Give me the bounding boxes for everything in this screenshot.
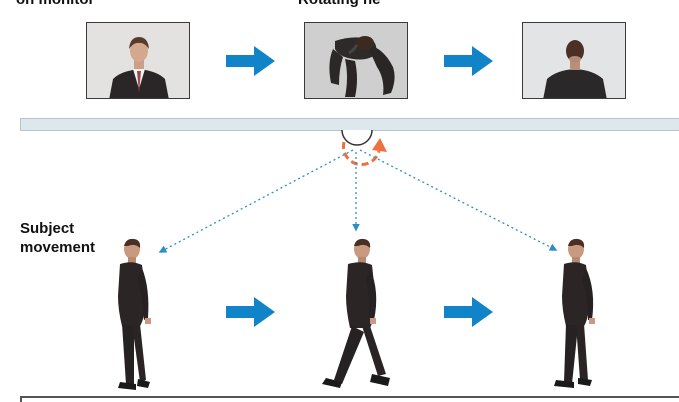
camera-dome-icon — [341, 129, 373, 146]
right-arrow-icon — [226, 46, 275, 76]
rotating-head-label: Rotating he — [298, 0, 381, 8]
sight-line-arrow-icon — [158, 149, 354, 253]
monitor-frame-front-view — [86, 22, 190, 99]
right-arrow-icon — [444, 297, 493, 327]
rotation-arrow-icon — [341, 138, 387, 167]
monitor-label: on monitor — [16, 0, 94, 8]
subject-movement-label: Subject movement — [20, 220, 96, 256]
walking-person-figure — [322, 238, 390, 388]
monitor-frame-overhead-view — [304, 22, 408, 99]
right-arrow-icon — [226, 297, 275, 327]
walking-person-figure — [118, 238, 151, 390]
floor-line — [20, 396, 679, 402]
walking-person-figure — [554, 238, 595, 388]
right-arrow-icon — [444, 46, 493, 76]
sight-line-arrow-icon — [359, 149, 558, 251]
monitor-frame-rear-view — [522, 22, 626, 99]
